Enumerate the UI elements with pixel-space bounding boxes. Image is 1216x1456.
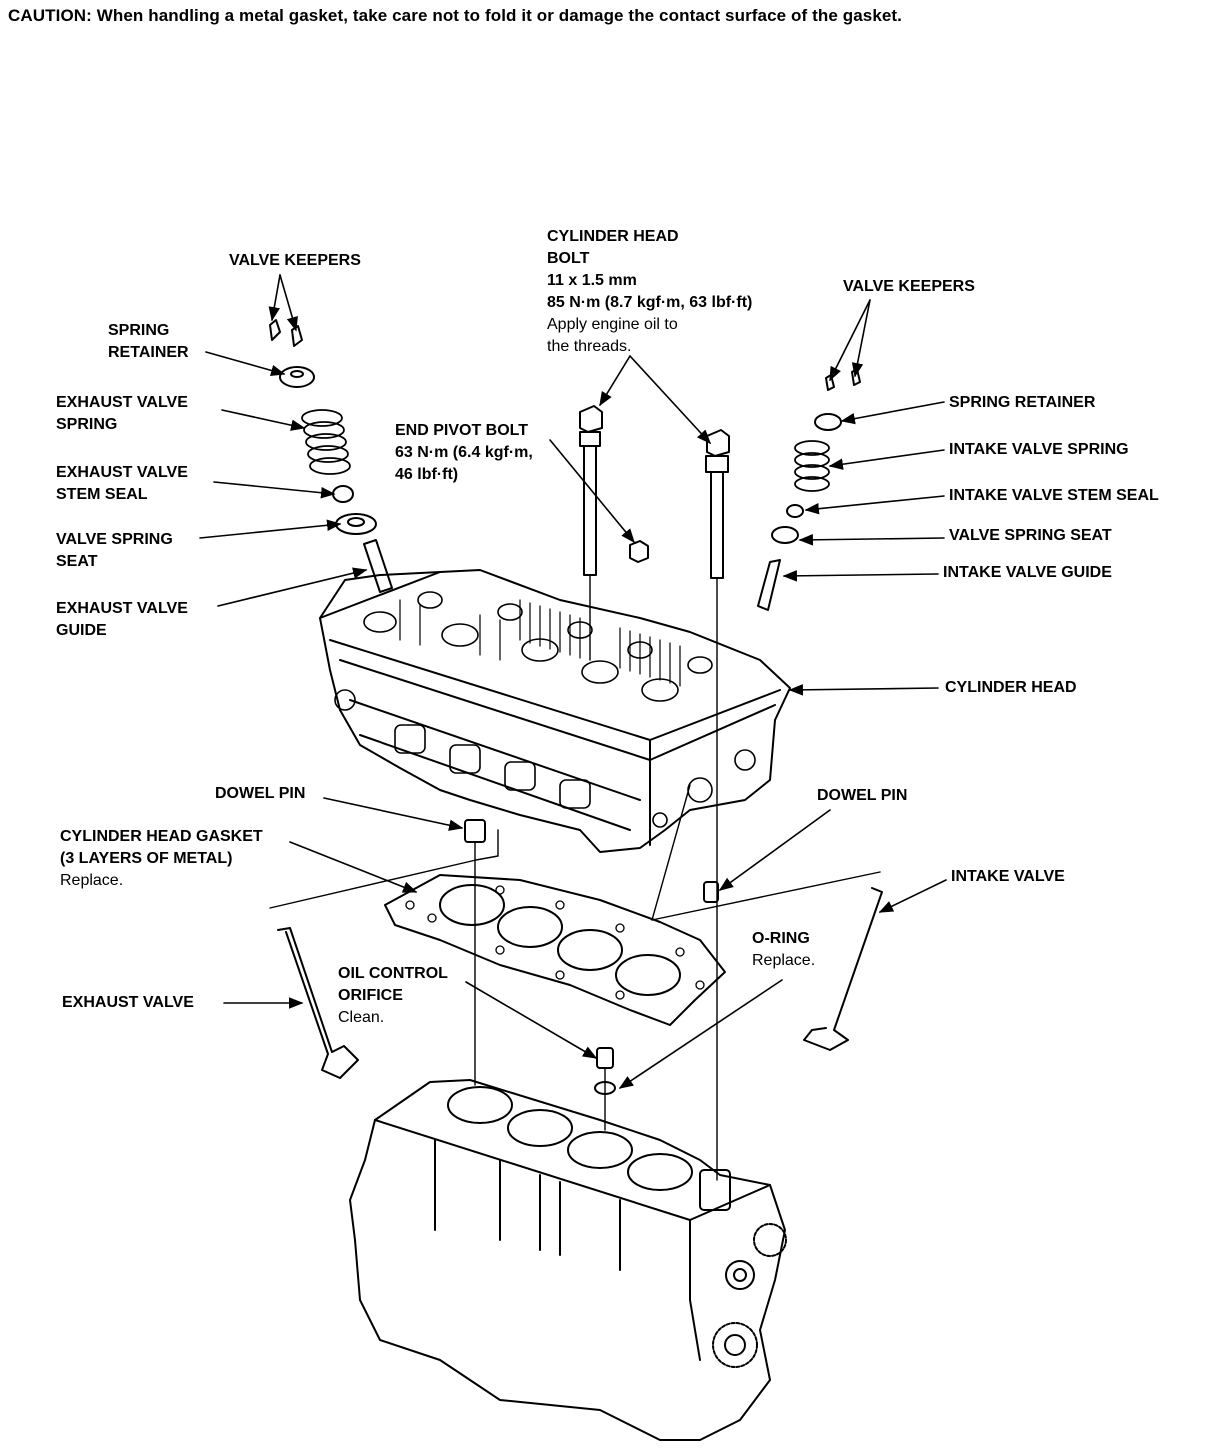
label-text: OIL CONTROL bbox=[338, 965, 448, 982]
label-spec: 63 N·m (6.4 kgf·m, bbox=[395, 444, 533, 461]
label-text: SPRING bbox=[56, 416, 118, 433]
label-note: the threads. bbox=[547, 338, 632, 355]
label-o-ring: O-RING Replace. bbox=[752, 928, 815, 972]
label-text: INTAKE VALVE GUIDE bbox=[943, 564, 1112, 581]
label-spring-retainer-left: SPRING RETAINER bbox=[108, 320, 189, 364]
label-spring-retainer-right: SPRING RETAINER bbox=[949, 392, 1095, 414]
intake-valve-parts-drawing bbox=[758, 369, 882, 1050]
label-text: END PIVOT BOLT bbox=[395, 422, 529, 439]
label-text: EXHAUST VALVE bbox=[56, 600, 188, 617]
label-text: SPRING bbox=[108, 322, 170, 339]
label-text: VALVE SPRING SEAT bbox=[949, 527, 1112, 544]
label-text: INTAKE VALVE STEM SEAL bbox=[949, 487, 1159, 504]
label-note: Replace. bbox=[60, 872, 124, 889]
label-oil-control-orifice: OIL CONTROL ORIFICE Clean. bbox=[338, 963, 448, 1029]
cylinder-head-gasket-drawing bbox=[385, 875, 725, 1025]
label-dowel-pin-right: DOWEL PIN bbox=[817, 785, 907, 807]
alignment-lines bbox=[270, 575, 880, 1180]
label-spec: 11 x 1.5 mm bbox=[547, 272, 637, 289]
label-text: VALVE KEEPERS bbox=[843, 278, 975, 295]
label-text: CYLINDER HEAD GASKET bbox=[60, 828, 263, 845]
label-text: CYLINDER HEAD bbox=[945, 679, 1077, 696]
label-text: SEAT bbox=[56, 553, 98, 570]
label-note: Clean. bbox=[338, 1009, 385, 1026]
label-intake-valve-stem-seal: INTAKE VALVE STEM SEAL bbox=[949, 485, 1159, 507]
cylinder-head-drawing bbox=[320, 570, 790, 852]
label-spec: 46 lbf·ft) bbox=[395, 466, 459, 483]
caution-note: CAUTION: When handling a metal gasket, t… bbox=[8, 6, 903, 25]
label-text: EXHAUST VALVE bbox=[56, 394, 188, 411]
label-text: DOWEL PIN bbox=[215, 785, 306, 802]
engine-block-drawing bbox=[350, 1080, 786, 1440]
label-text: VALVE SPRING bbox=[56, 531, 173, 548]
label-valve-keepers-left: VALVE KEEPERS bbox=[229, 250, 361, 272]
label-text: EXHAUST VALVE bbox=[62, 994, 194, 1011]
leader-lines bbox=[200, 275, 946, 1088]
label-text: BOLT bbox=[547, 250, 590, 267]
label-end-pivot-bolt: END PIVOT BOLT 63 N·m (6.4 kgf·m, 46 lbf… bbox=[395, 420, 533, 486]
exhaust-valve-parts-drawing bbox=[270, 320, 392, 1078]
label-cylinder-head: CYLINDER HEAD bbox=[945, 677, 1077, 699]
label-text: SPRING RETAINER bbox=[949, 394, 1096, 411]
dowel-pins-drawing bbox=[465, 820, 718, 1094]
label-exhaust-valve-spring: EXHAUST VALVE SPRING bbox=[56, 392, 188, 436]
label-intake-valve: INTAKE VALVE bbox=[951, 866, 1065, 888]
label-text: VALVE KEEPERS bbox=[229, 252, 361, 269]
label-valve-keepers-right: VALVE KEEPERS bbox=[843, 276, 975, 298]
label-text: EXHAUST VALVE bbox=[56, 464, 188, 481]
label-intake-valve-spring: INTAKE VALVE SPRING bbox=[949, 439, 1129, 461]
label-text: O-RING bbox=[752, 930, 810, 947]
label-exhaust-valve-guide: EXHAUST VALVE GUIDE bbox=[56, 598, 188, 642]
label-text: CYLINDER HEAD bbox=[547, 228, 679, 245]
label-dowel-pin-left: DOWEL PIN bbox=[215, 783, 305, 805]
cylinder-head-bolts-drawing bbox=[580, 406, 729, 578]
label-exhaust-valve-stem-seal: EXHAUST VALVE STEM SEAL bbox=[56, 462, 188, 506]
label-cylinder-head-gasket: CYLINDER HEAD GASKET (3 LAYERS OF METAL)… bbox=[60, 826, 263, 892]
label-text: (3 LAYERS OF METAL) bbox=[60, 850, 233, 867]
label-exhaust-valve: EXHAUST VALVE bbox=[62, 992, 194, 1014]
label-text: RETAINER bbox=[108, 344, 189, 361]
label-text: STEM SEAL bbox=[56, 486, 148, 503]
label-text: ORIFICE bbox=[338, 987, 403, 1004]
label-intake-valve-guide: INTAKE VALVE GUIDE bbox=[943, 562, 1112, 584]
label-valve-spring-seat-left: VALVE SPRING SEAT bbox=[56, 529, 173, 573]
label-cylinder-head-bolt: CYLINDER HEAD BOLT 11 x 1.5 mm 85 N·m (8… bbox=[547, 226, 752, 358]
label-note: Replace. bbox=[752, 952, 816, 969]
label-text: DOWEL PIN bbox=[817, 787, 908, 804]
label-valve-spring-seat-right: VALVE SPRING SEAT bbox=[949, 525, 1112, 547]
label-note: Apply engine oil to bbox=[547, 316, 678, 333]
label-text: INTAKE VALVE bbox=[951, 868, 1065, 885]
label-text: INTAKE VALVE SPRING bbox=[949, 441, 1129, 458]
label-spec: 85 N·m (8.7 kgf·m, 63 lbf·ft) bbox=[547, 294, 753, 311]
label-text: GUIDE bbox=[56, 622, 107, 639]
